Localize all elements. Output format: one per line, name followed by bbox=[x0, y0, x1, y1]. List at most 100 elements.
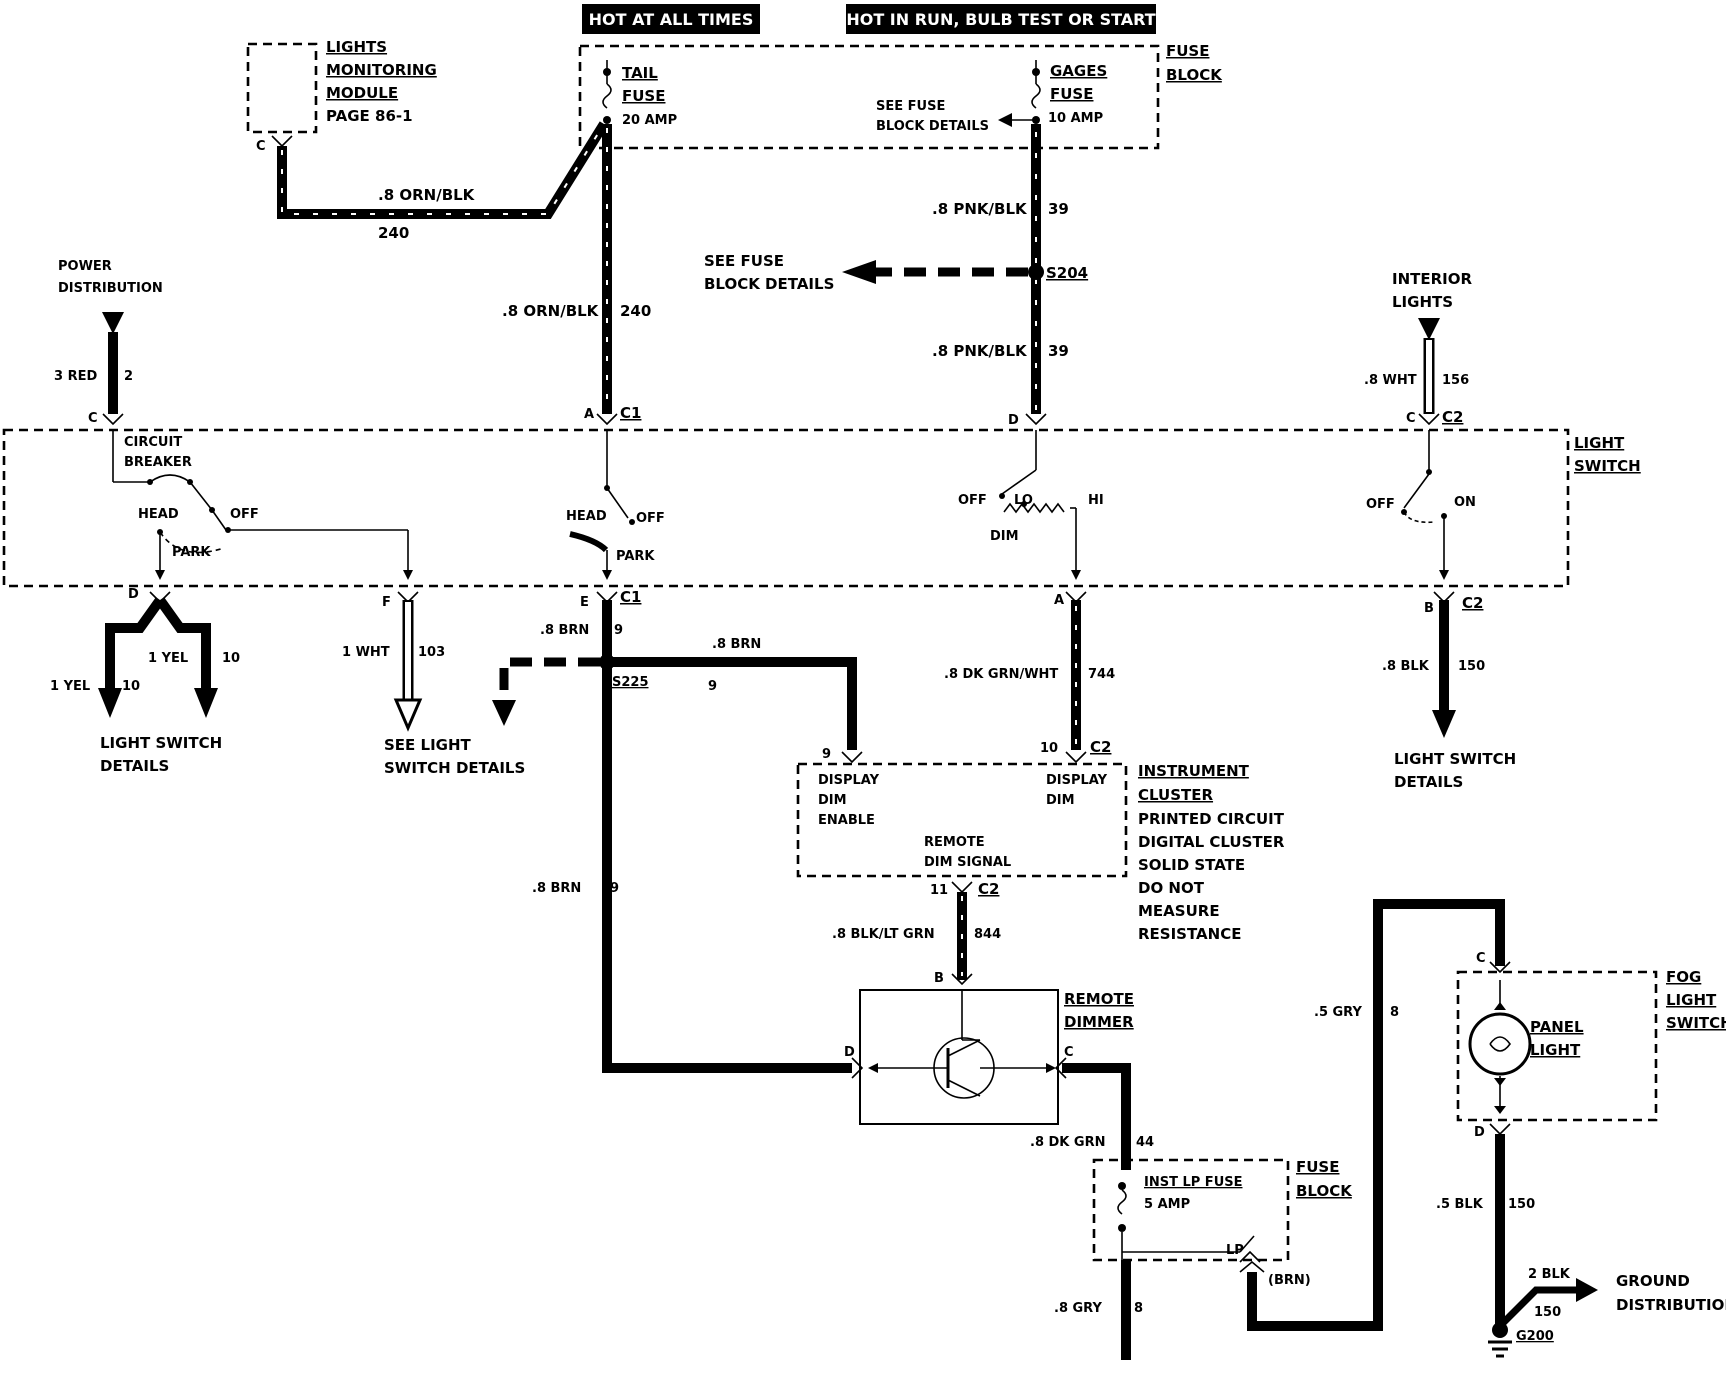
wire-number-103: 103 bbox=[418, 645, 445, 660]
gages-fuse-label-1: GAGES bbox=[1050, 62, 1107, 80]
wire-label-yel-b: 1 YEL bbox=[148, 651, 188, 666]
wire-number-39-1: 39 bbox=[1048, 200, 1069, 218]
wire-number-844: 844 bbox=[974, 927, 1001, 942]
wire-brn-9-horizontal bbox=[607, 657, 857, 750]
cluster-dde-1: DISPLAY bbox=[818, 773, 880, 788]
remote-dimmer-label-1: REMOTE bbox=[1064, 990, 1134, 1008]
pin-c1-bottom: C1 bbox=[620, 588, 641, 606]
banner-hot-in-run-text: HOT IN RUN, BULB TEST OR START bbox=[846, 10, 1155, 29]
instrument-cluster: 9 10 C2 DISPLAY DIM ENABLE DISPLAY DIM R… bbox=[796, 738, 1285, 943]
circuit-breaker-icon bbox=[112, 430, 227, 531]
switch-hi: HI bbox=[1088, 493, 1104, 508]
pin-c1-top: C1 bbox=[620, 404, 641, 422]
switch-off-2: OFF bbox=[636, 511, 665, 526]
pin-fog-c: C bbox=[1476, 951, 1486, 966]
wire-blk-2-150 bbox=[1497, 1286, 1576, 1329]
wire-number-44: 44 bbox=[1136, 1135, 1154, 1150]
wire-label-blk-150: .8 BLK bbox=[1382, 659, 1430, 674]
arrow-down-icon bbox=[98, 688, 122, 718]
pin-c-red: C bbox=[88, 411, 98, 426]
switch-head-1: HEAD bbox=[138, 507, 179, 522]
inst-lp-fuse-block: FUSE BLOCK INST LP FUSE 5 AMP LP bbox=[1092, 1158, 1353, 1263]
tail-fuse-label-1: TAIL bbox=[622, 64, 658, 82]
splice-s204 bbox=[1028, 264, 1044, 280]
gages-fuse-rating: 10 AMP bbox=[1048, 111, 1103, 126]
switch-off-1: OFF bbox=[230, 507, 259, 522]
wire-label-orn-blk-vert: .8 ORN/BLK bbox=[502, 302, 600, 320]
wire-label-dk-grn-wht: .8 DK GRN/WHT bbox=[944, 667, 1058, 682]
power-distribution-label-2: DISTRIBUTION bbox=[58, 281, 163, 296]
switch-off-4: OFF bbox=[1366, 497, 1395, 512]
wire-number-8-fog: 8 bbox=[1390, 1005, 1399, 1020]
wire-label-yel-a: 1 YEL bbox=[50, 679, 90, 694]
wire-label-wht-156: .8 WHT bbox=[1364, 373, 1417, 388]
wire-gry-5-fog bbox=[1247, 899, 1505, 1331]
light-switch-details-1-label-2: DETAILS bbox=[100, 757, 169, 775]
inst-lp-fuse-icon bbox=[1117, 1182, 1255, 1260]
wire-label-red: 3 RED bbox=[54, 369, 97, 384]
banner-hot-in-run: HOT IN RUN, BULB TEST OR START bbox=[846, 4, 1156, 34]
lights-monitoring-module: LIGHTS MONITORING MODULE PAGE 86-1 C bbox=[246, 38, 437, 154]
fog-switch-label-2: LIGHT bbox=[1666, 991, 1717, 1009]
light-switch-details-3-label-1: LIGHT SWITCH bbox=[1394, 750, 1516, 768]
cluster-dde-2: DIM bbox=[818, 793, 847, 808]
wire-label-blk-lt-grn: .8 BLK/LT GRN bbox=[832, 927, 935, 942]
splice-s225 bbox=[599, 654, 615, 670]
cluster-title-1: INSTRUMENT bbox=[1138, 762, 1250, 780]
wire-number-156: 156 bbox=[1442, 373, 1469, 388]
cluster-title-2: CLUSTER bbox=[1138, 786, 1213, 804]
cluster-dd-1: DISPLAY bbox=[1046, 773, 1108, 788]
panel-light-label-2: LIGHT bbox=[1530, 1041, 1581, 1059]
ground-icon bbox=[1488, 1322, 1512, 1358]
pin-d-bottom: D bbox=[128, 587, 139, 602]
wire-label-blk-2: 2 BLK bbox=[1528, 1267, 1571, 1282]
pin-11: 11 bbox=[930, 883, 948, 898]
wire-number-39-2: 39 bbox=[1048, 342, 1069, 360]
tail-fuse-label-2: FUSE bbox=[622, 87, 665, 105]
wire-number-150-fog: 150 bbox=[1508, 1197, 1535, 1212]
arrow-down-icon bbox=[492, 700, 516, 726]
lights-module-label-3: MODULE bbox=[326, 84, 398, 102]
transistor-icon bbox=[868, 990, 1056, 1099]
wire-label-gry-8: .8 GRY bbox=[1054, 1301, 1102, 1316]
wire-label-blk-5: .5 BLK bbox=[1436, 1197, 1484, 1212]
banner-hot-at-all-times-text: HOT AT ALL TIMES bbox=[589, 10, 754, 29]
tail-fuse-rating: 20 AMP bbox=[622, 113, 677, 128]
wire-label-brn-paren: (BRN) bbox=[1268, 1273, 1311, 1288]
cluster-note-5: MEASURE bbox=[1138, 902, 1220, 920]
connector-terminal bbox=[841, 751, 863, 764]
interior-lights-label-1: INTERIOR bbox=[1392, 270, 1472, 288]
fuse-block-top-title-2: BLOCK bbox=[1166, 66, 1223, 84]
pin-c2-top: C2 bbox=[1442, 408, 1463, 426]
wire-label-brn-v: .8 BRN bbox=[532, 881, 581, 896]
connector-terminal bbox=[271, 135, 293, 148]
see-light-switch-details-label-1: SEE LIGHT bbox=[384, 736, 472, 754]
banner-hot-at-all-times: HOT AT ALL TIMES bbox=[582, 4, 760, 34]
interior-switch-icon bbox=[1401, 430, 1449, 580]
cluster-note-6: RESISTANCE bbox=[1138, 925, 1241, 943]
inst-fuse-block-title-1: FUSE bbox=[1296, 1158, 1339, 1176]
lights-module-label-4: PAGE 86-1 bbox=[326, 107, 413, 125]
remote-dimmer: B REMOTE DIMMER D C bbox=[844, 971, 1134, 1125]
wire-number-240-top: 240 bbox=[378, 224, 409, 242]
wire-brn-9-vertical bbox=[602, 600, 852, 1073]
see-light-switch-details-label-2: SWITCH DETAILS bbox=[384, 759, 525, 777]
inst-fuse-label-1: INST LP FUSE bbox=[1144, 1175, 1243, 1190]
wire-yel-10-b bbox=[155, 597, 211, 690]
arrow-down-icon bbox=[194, 688, 218, 718]
light-switch-bottom-connectors: D F E C1 A B C2 bbox=[128, 587, 1483, 616]
arrow-left-icon bbox=[998, 113, 1012, 127]
wire-number-10-b: 10 bbox=[222, 651, 240, 666]
panel-light-label-1: PANEL bbox=[1530, 1018, 1584, 1036]
power-distribution-label-1: POWER bbox=[58, 259, 112, 274]
arrow-down-icon bbox=[393, 698, 423, 732]
fuse-block-see-label-1: SEE FUSE bbox=[876, 99, 945, 114]
fog-switch-label-1: FOG bbox=[1666, 968, 1701, 986]
ground-distribution-label-2: DISTRIBUTION bbox=[1616, 1296, 1726, 1314]
pin-c2-ic: C2 bbox=[1090, 738, 1111, 756]
wire-number-9-h: 9 bbox=[708, 679, 717, 694]
inst-fuse-block-title-2: BLOCK bbox=[1296, 1182, 1353, 1200]
wire-orn-blk-240-top bbox=[277, 121, 609, 219]
pin-c-c2: C bbox=[1406, 411, 1416, 426]
